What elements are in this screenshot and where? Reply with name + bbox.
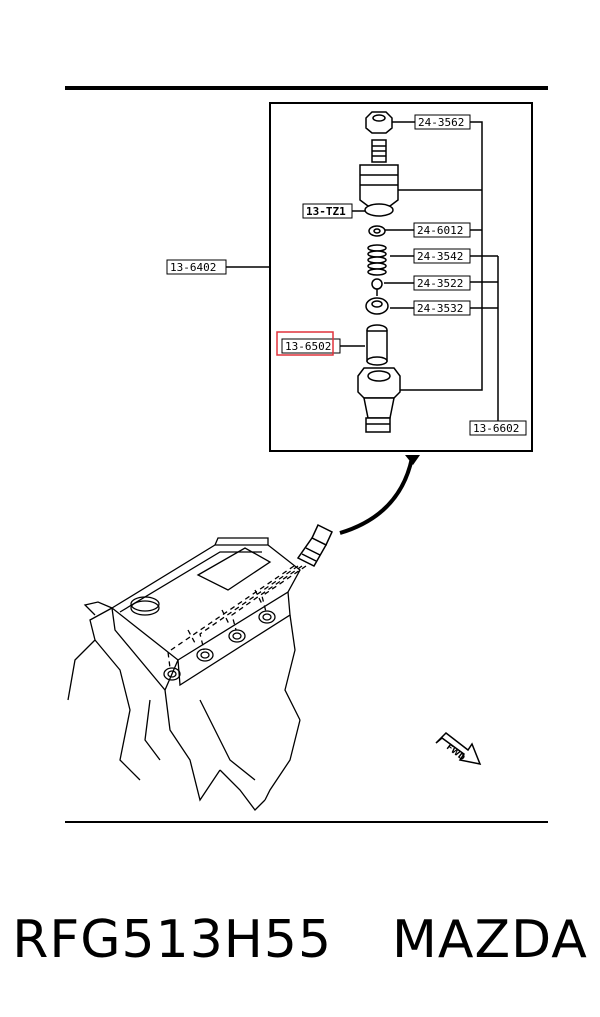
callout-pointer (339, 457, 414, 535)
engine-outline (67, 537, 301, 811)
top-rule (65, 86, 548, 90)
label-box-24-3562 (414, 114, 471, 130)
label-box-24-3542 (413, 248, 471, 264)
label-box-24-3522 (413, 275, 471, 291)
label-box-13-tz1 (302, 203, 353, 219)
part-label-13-6402: 13-6402 (170, 261, 216, 274)
highlight-box (276, 331, 334, 356)
detail-box (269, 102, 533, 452)
part-number-caption: RFG513H55 (12, 910, 333, 970)
label-box-24-3532 (413, 300, 471, 316)
part-label-13-6602: 13-6602 (473, 422, 519, 435)
exploded-parts-diagram: 24-3562 13-TZ1 24-6012 13-6402 24-3542 2… (65, 86, 548, 823)
part-labels: 24-3562 13-TZ1 24-6012 13-6402 24-3542 2… (166, 114, 527, 436)
label-box-24-6012 (413, 222, 471, 238)
brand-caption: MAZDA (392, 910, 588, 970)
part-label-24-3522: 24-3522 (417, 277, 463, 290)
part-label-24-3542: 24-3542 (417, 250, 463, 263)
label-box-13-6502 (281, 338, 341, 354)
bottom-rule (65, 821, 548, 823)
part-label-13-6502: 13-6502 (285, 340, 331, 353)
label-box-13-6602 (469, 420, 527, 436)
fwd-arrow: FWD (435, 732, 482, 766)
footer-caption: RFG513H55 MAZDA (0, 895, 600, 985)
label-box-13-6402 (166, 259, 227, 275)
part-label-13-tz1: 13-TZ1 (306, 205, 346, 218)
callout-pointer-base (405, 455, 420, 465)
bracket-lines (226, 121, 499, 421)
installed-injector (296, 523, 333, 567)
injector-parts (357, 111, 401, 433)
part-label-24-3562: 24-3562 (418, 116, 464, 129)
fwd-arrow-icon (435, 732, 482, 766)
part-label-24-3532: 24-3532 (417, 302, 463, 315)
installation-dashes (167, 565, 307, 669)
part-label-24-6012: 24-6012 (417, 224, 463, 237)
